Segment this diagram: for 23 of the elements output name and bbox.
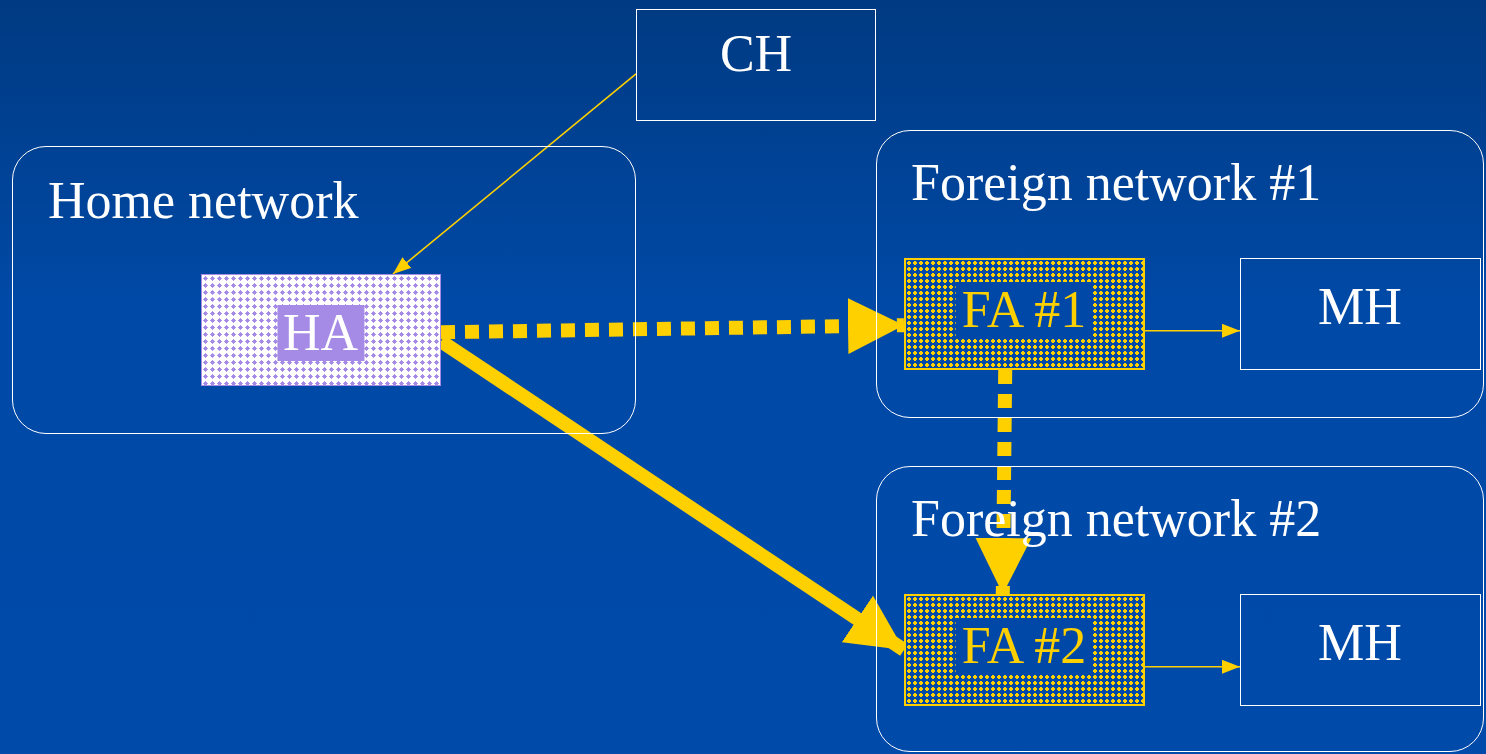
arrow xyxy=(392,73,637,275)
node-box xyxy=(1239,257,1481,370)
node-label: Foreign network #1 xyxy=(911,157,1322,209)
agent-box xyxy=(903,593,1145,706)
arrow xyxy=(440,298,905,355)
network-region xyxy=(876,130,1484,418)
node-box xyxy=(636,9,876,121)
network-region xyxy=(876,466,1484,752)
node-label: MH xyxy=(1318,616,1402,669)
arrow xyxy=(1144,323,1241,338)
arrow xyxy=(1144,659,1241,674)
arrow xyxy=(975,369,1032,595)
node-label: MH xyxy=(1318,280,1402,333)
node-label: CH xyxy=(719,28,793,80)
agent-box xyxy=(903,257,1145,370)
agent-box xyxy=(200,273,441,386)
node-label: HA xyxy=(276,304,365,361)
node-label: FA #1 xyxy=(955,281,1093,338)
node-box xyxy=(1239,593,1481,706)
network-region xyxy=(12,146,636,434)
node-label: FA #2 xyxy=(955,617,1093,674)
node-label: Foreign network #2 xyxy=(911,493,1322,545)
node-label: Home network xyxy=(48,175,359,227)
